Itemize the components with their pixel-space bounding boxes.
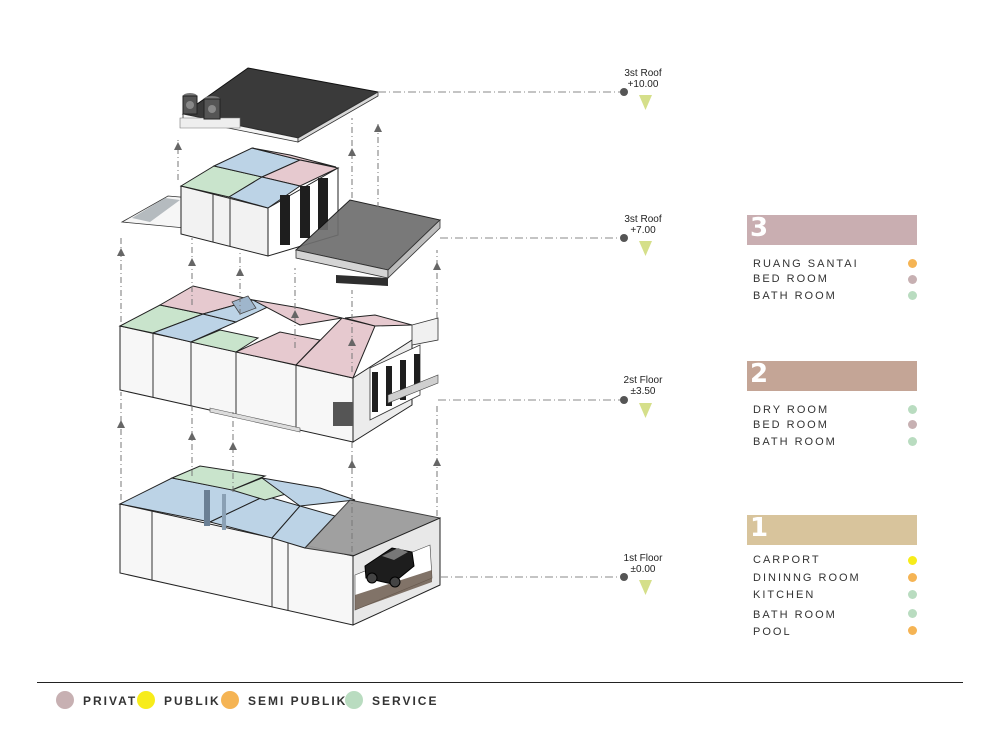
zone-dot bbox=[908, 405, 917, 414]
zone-dot bbox=[908, 556, 917, 565]
level-marker-triangle bbox=[639, 241, 652, 256]
first-floor-block bbox=[118, 465, 442, 626]
top-roof-slab bbox=[179, 67, 380, 143]
second-floor-block bbox=[118, 285, 439, 443]
room-label: BATH ROOM bbox=[753, 609, 837, 621]
room-label: KITCHEN bbox=[753, 589, 816, 601]
level-marker-dot bbox=[620, 573, 628, 581]
car-icon bbox=[364, 547, 415, 588]
legend-label: PUBLIK bbox=[164, 694, 221, 708]
room-label: RUANG SANTAI bbox=[753, 258, 859, 270]
level-label-first-floor: 1st Floor ±0.00 bbox=[608, 553, 678, 575]
level-label-top-roof: 3st Roof +10.00 bbox=[608, 68, 678, 90]
level-marker-triangle bbox=[639, 95, 652, 110]
legend-dot-privat bbox=[56, 691, 74, 709]
zone-dot bbox=[908, 626, 917, 635]
level-name: 3st Roof bbox=[624, 68, 662, 79]
zone-dot bbox=[908, 275, 917, 284]
level-markers bbox=[620, 88, 652, 595]
legend-label: SERVICE bbox=[372, 694, 439, 708]
floor-number: 2 bbox=[750, 359, 769, 389]
room-label: DININNG ROOM bbox=[753, 572, 861, 584]
level-label-second-floor: 2st Floor ±3.50 bbox=[608, 375, 678, 397]
zone-dot bbox=[908, 259, 917, 268]
room-label: BATH ROOM bbox=[753, 290, 837, 302]
level-elevation: ±3.50 bbox=[630, 386, 656, 397]
floor-3-header: 3 bbox=[747, 213, 917, 245]
level-label-third-roof: 3st Roof +7.00 bbox=[608, 214, 678, 236]
room-label: DRY ROOM bbox=[753, 404, 830, 416]
zone-dot bbox=[908, 291, 917, 300]
level-marker-dot bbox=[620, 396, 628, 404]
floor-number: 3 bbox=[750, 213, 769, 243]
level-elevation: +10.00 bbox=[627, 79, 659, 90]
water-tanks bbox=[182, 93, 221, 120]
floor-2-header: 2 bbox=[747, 359, 917, 391]
legend-dot-publik bbox=[137, 691, 155, 709]
zone-dot bbox=[908, 437, 917, 446]
zone-dot bbox=[908, 420, 917, 429]
level-lines bbox=[378, 91, 620, 578]
legend-divider bbox=[37, 682, 963, 683]
level-name: 1st Floor bbox=[623, 553, 663, 564]
level-name: 2st Floor bbox=[623, 375, 663, 386]
third-floor-block bbox=[120, 147, 442, 286]
level-name: 3st Roof bbox=[624, 214, 662, 225]
zone-dot bbox=[908, 590, 917, 599]
level-elevation: ±0.00 bbox=[630, 564, 656, 575]
zone-dot bbox=[908, 609, 917, 618]
legend-label: PRIVAT bbox=[83, 694, 138, 708]
level-marker-triangle bbox=[639, 403, 652, 418]
room-label: POOL bbox=[753, 626, 792, 638]
zone-dot bbox=[908, 573, 917, 582]
alignment-arrows bbox=[117, 124, 441, 468]
room-label: BED ROOM bbox=[753, 273, 829, 285]
room-label: BED ROOM bbox=[753, 419, 829, 431]
floor-number: 1 bbox=[750, 513, 769, 543]
level-marker-dot bbox=[620, 88, 628, 96]
room-label: CARPORT bbox=[753, 554, 821, 566]
legend-dot-service bbox=[345, 691, 363, 709]
legend-dot-semi-publik bbox=[221, 691, 239, 709]
floor-1-header: 1 bbox=[747, 513, 917, 545]
level-marker-triangle bbox=[639, 580, 652, 595]
room-label: BATH ROOM bbox=[753, 436, 837, 448]
level-elevation: +7.00 bbox=[630, 225, 656, 236]
legend-label: SEMI PUBLIK bbox=[248, 694, 348, 708]
level-marker-dot bbox=[620, 234, 628, 242]
